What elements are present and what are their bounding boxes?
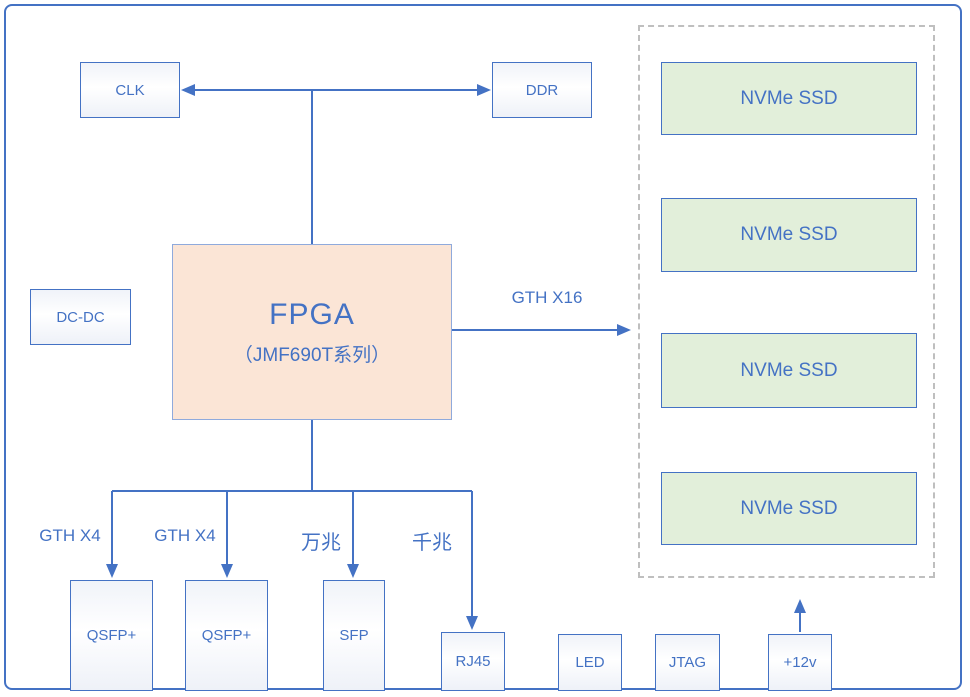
- qsfp-plus-box-2: QSFP+: [185, 580, 268, 691]
- arrowheads: [106, 84, 806, 630]
- dc-dc-box: DC-DC: [30, 289, 131, 345]
- jtag-box: JTAG: [655, 634, 720, 691]
- gth-x4-right-label: GTH X4: [154, 526, 216, 545]
- gth-x16-label: GTH X16: [511, 288, 583, 307]
- nvme-ssd-box-3: NVMe SSD: [661, 333, 917, 408]
- nvme-ssd-box-1: NVMe SSD: [661, 62, 917, 135]
- gth-x4-left-label: GTH X4: [39, 526, 101, 545]
- fpga-subtitle: （JMF690T系列）: [233, 344, 391, 366]
- gigabit-label: 千兆: [412, 532, 452, 554]
- nvme-ssd-box-4: NVMe SSD: [661, 472, 917, 545]
- ten-gigabit-label: 万兆: [301, 532, 341, 554]
- ddr-box: DDR: [492, 62, 592, 118]
- sfp-box: SFP: [323, 580, 385, 691]
- rj45-box: RJ45: [441, 632, 505, 691]
- nvme-ssd-box-2: NVMe SSD: [661, 198, 917, 272]
- clk-box: CLK: [80, 62, 180, 118]
- led-box: LED: [558, 634, 622, 691]
- fpga-box: FPGA （JMF690T系列）: [172, 244, 452, 420]
- power-12v-box: +12v: [768, 634, 832, 691]
- fpga-title: FPGA: [269, 297, 355, 331]
- qsfp-plus-box-1: QSFP+: [70, 580, 153, 691]
